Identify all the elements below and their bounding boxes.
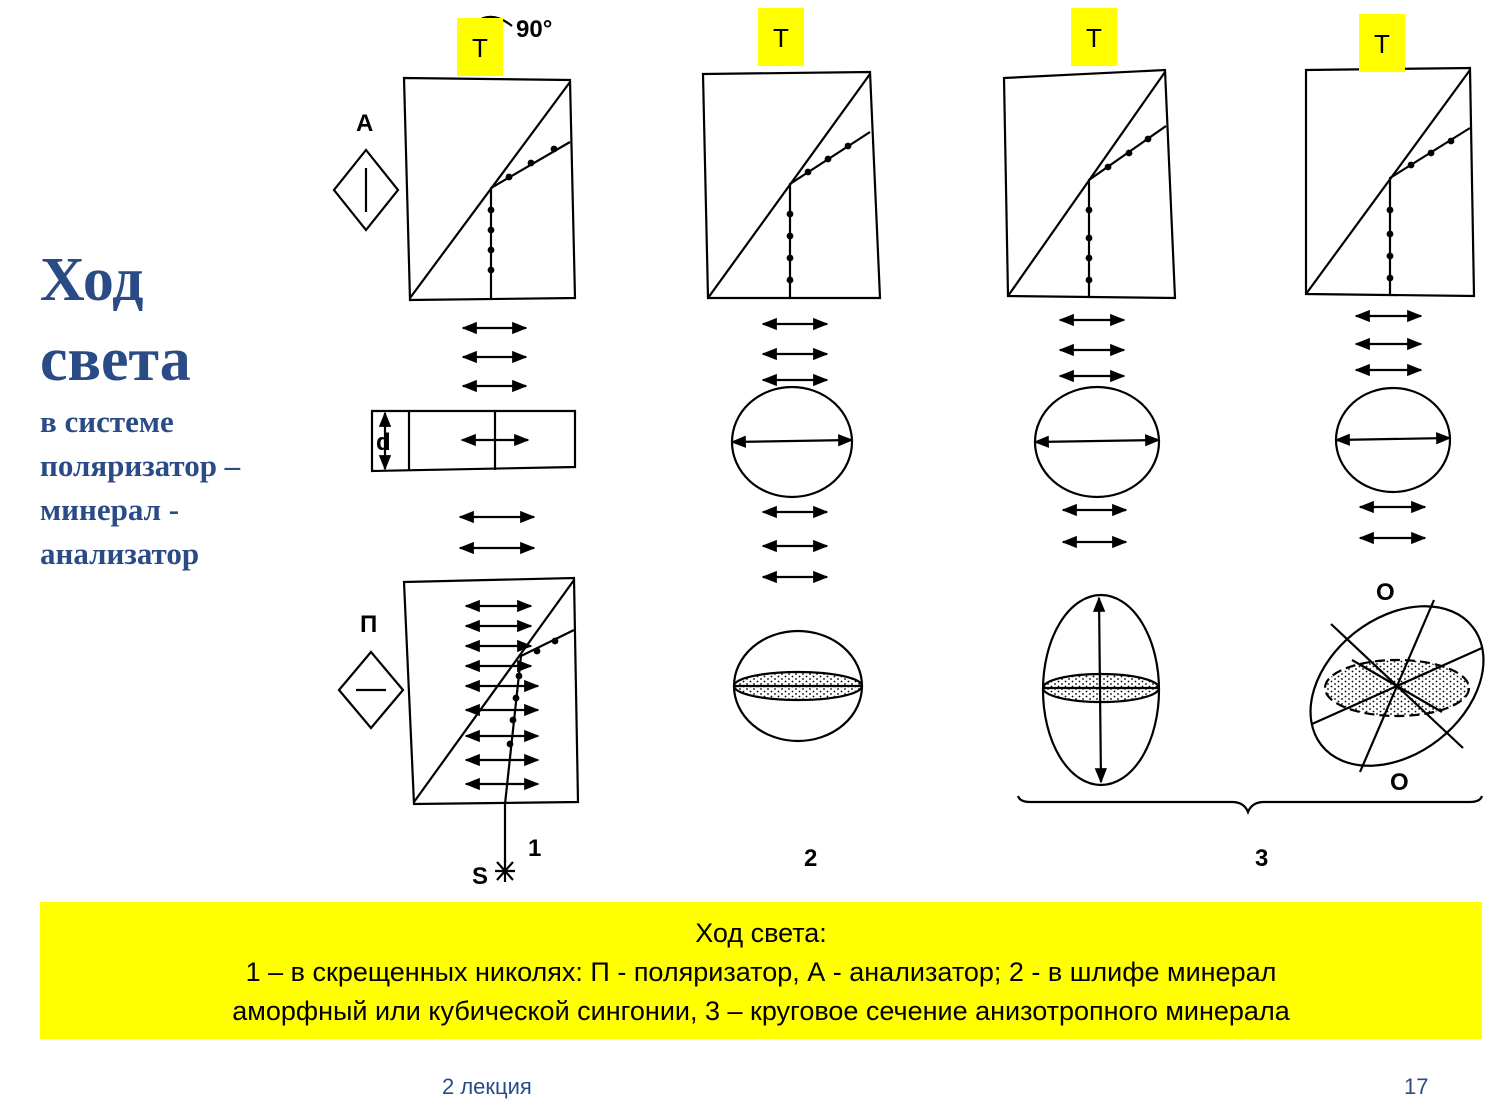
analyzer-prism xyxy=(1002,68,1177,300)
caption-line: аморфный или кубической сингонии, 3 – кр… xyxy=(232,996,1290,1026)
slide-title: Ход света в системе поляризатор – минера… xyxy=(40,240,310,576)
analyzer-prism xyxy=(1304,66,1476,298)
analyzer-label: А xyxy=(356,110,373,137)
ray-path xyxy=(489,141,571,298)
optic-axis-label: О xyxy=(1390,769,1409,796)
optic-axis-label: О xyxy=(1376,579,1395,606)
polarizer-symbol xyxy=(337,650,405,730)
polarizer-prism xyxy=(402,576,580,806)
analyzer-prism xyxy=(402,76,577,302)
title-line: света xyxy=(40,326,191,394)
thickness-label: d xyxy=(376,429,391,456)
subtitle-line: минерал - xyxy=(40,492,180,527)
t-label-box: Т xyxy=(1359,14,1405,72)
subtitle-line: в системе xyxy=(40,404,174,439)
tilted-indicatrix xyxy=(1309,605,1485,767)
t-label-box: Т xyxy=(1071,8,1117,66)
analyzer-prism xyxy=(701,70,882,300)
ray-dots xyxy=(487,135,1455,748)
t-label-box: Т xyxy=(457,18,503,76)
panel-number: 2 xyxy=(804,845,817,872)
light-source-star xyxy=(495,860,515,882)
light-source-label: S xyxy=(472,863,488,890)
footer-lecture: 2 лекция xyxy=(442,1074,532,1099)
panel-number: 3 xyxy=(1255,845,1268,872)
caption-line: 1 – в скрещенных николях: П - поляризато… xyxy=(245,957,1277,987)
polarizer-label: П xyxy=(360,611,377,638)
group-brace xyxy=(1016,795,1484,815)
caption-line: Ход света: xyxy=(695,918,827,948)
subtitle-line: поляризатор – xyxy=(40,448,241,483)
rotation-angle-label: 90° xyxy=(516,16,552,43)
title-line: Ход xyxy=(40,246,144,314)
mineral-slab xyxy=(370,409,577,473)
caption-box: Ход света: 1 – в скрещенных николях: П -… xyxy=(40,902,1482,1039)
ray-path xyxy=(503,629,575,862)
t-label-box: Т xyxy=(758,8,804,66)
light-path-diagram: 90° А П d S 1 2 3 О О xyxy=(332,15,1485,890)
subtitle-line: анализатор xyxy=(40,536,200,571)
page-number: 17 xyxy=(1404,1074,1429,1099)
panel-number: 1 xyxy=(528,835,541,862)
analyzer-symbol xyxy=(332,148,400,232)
